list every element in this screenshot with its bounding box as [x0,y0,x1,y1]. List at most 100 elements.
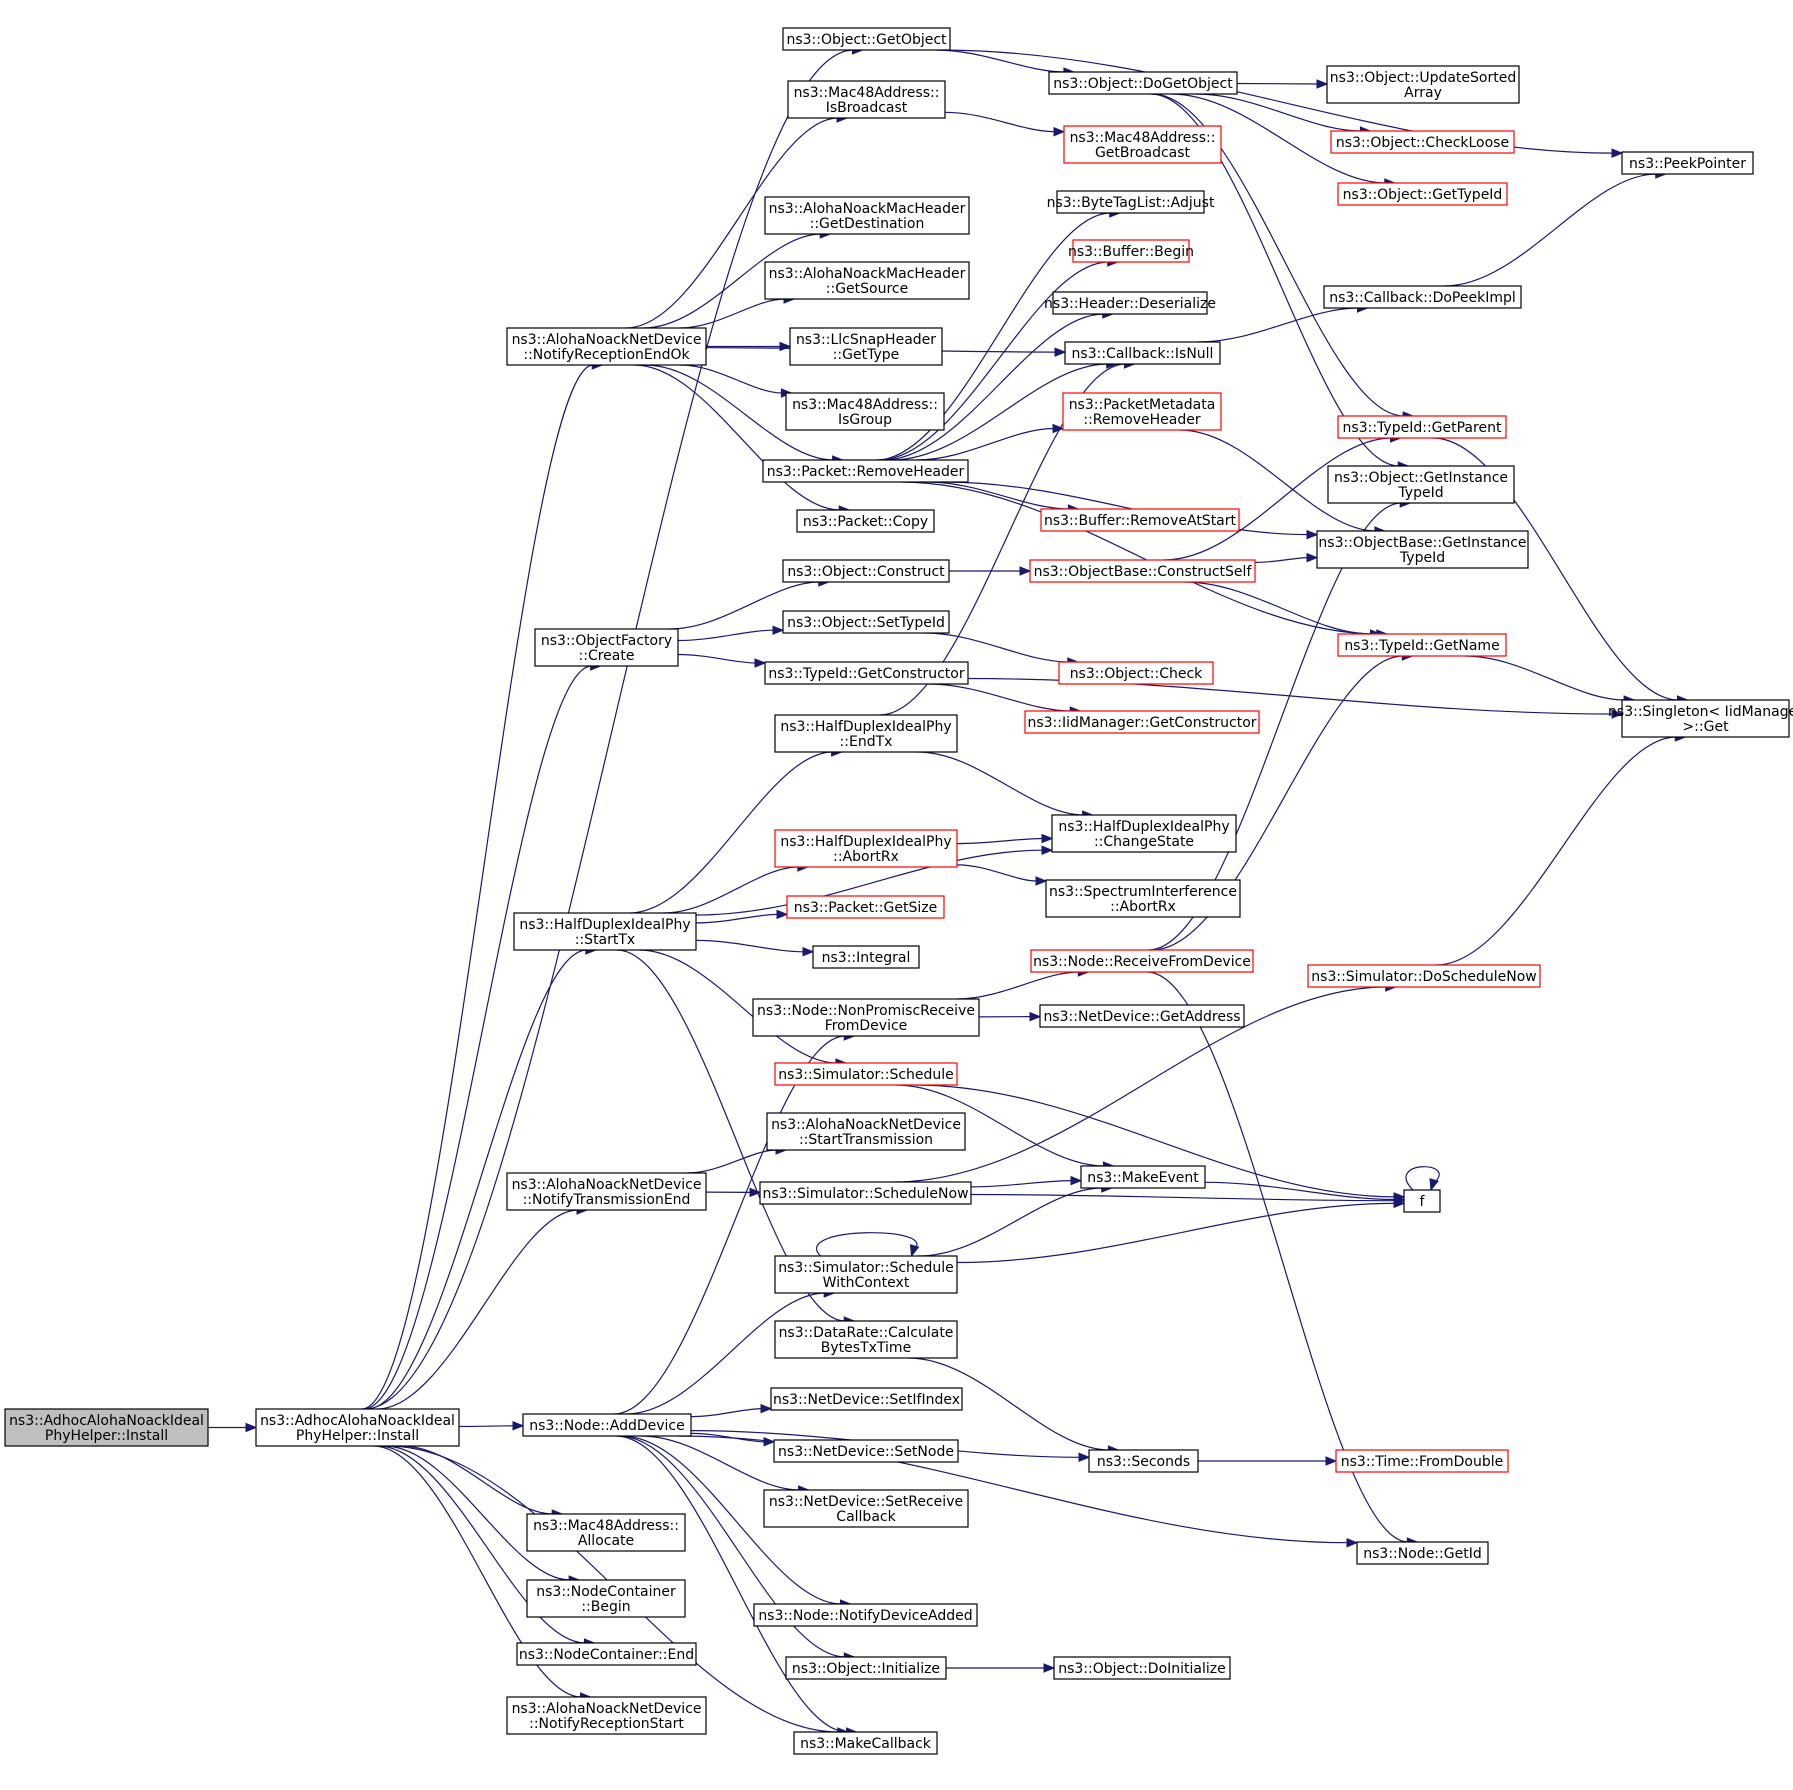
node-simschedule[interactable]: ns3::Simulator::Schedule [774,1062,958,1086]
node-setifindex[interactable]: ns3::NetDevice::SetIfIndex [770,1387,963,1411]
node-singletonget[interactable]: ns3::Singleton< IidManager>::Get [1608,699,1793,738]
node-label-line: ns3::Simulator::ScheduleNow [762,1186,968,1202]
node-getbroadcast[interactable]: ns3::Mac48Address::GetBroadcast [1063,125,1222,164]
node-label-line: ns3::Callback::DoPeekImpl [1329,290,1516,306]
node-makecallback[interactable]: ns3::MakeCallback [793,1731,938,1755]
node-adddevice[interactable]: ns3::Node::AddDevice [522,1413,692,1437]
node-box [4,1408,209,1447]
node-label-line: ns3::AlohaNoackMacHeader [769,266,966,282]
node-integral[interactable]: ns3::Integral [812,945,920,969]
node-doschednow[interactable]: ns3::Simulator::DoScheduleNow [1307,964,1541,988]
node-packetcopy[interactable]: ns3::Packet::Copy [796,509,935,533]
node-label-line: ns3::MakeCallback [800,1736,932,1752]
node-getid[interactable]: ns3::Node::GetId [1356,1541,1489,1565]
node-box [774,1255,958,1294]
node-makeevent[interactable]: ns3::MakeEvent [1080,1165,1206,1189]
node-box [796,509,935,533]
node-isbroadcast[interactable]: ns3::Mac48Address::IsBroadcast [787,80,946,119]
node-settypeid[interactable]: ns3::Object::SetTypeId [782,610,950,634]
node-label-line: ns3::Node::ReceiveFromDevice [1033,954,1251,970]
node-label-line: ns3::ByteTagList::Adjust [1047,195,1215,211]
node-ncbegin[interactable]: ns3::NodeContainer::Begin [526,1579,686,1618]
node-box [1024,710,1260,734]
node-checkloose[interactable]: ns3::Object::CheckLoose [1330,130,1515,154]
node-changestate[interactable]: ns3::HalfDuplexIdealPhy::ChangeState [1051,814,1237,853]
node-box [1337,633,1507,657]
node-root[interactable]: ns3::AdhocAlohaNoackIdealPhyHelper::Inst… [4,1408,209,1447]
node-label-line: ns3::Simulator::DoScheduleNow [1311,969,1536,985]
node-dopeekimpl[interactable]: ns3::Callback::DoPeekImpl [1323,285,1522,309]
node-getsize[interactable]: ns3::Packet::GetSize [786,895,945,919]
node-doinit[interactable]: ns3::Object::DoInitialize [1053,1656,1231,1680]
node-box [1063,125,1222,164]
node-removeatstart[interactable]: ns3::Buffer::RemoveAtStart [1040,508,1240,532]
node-endtx[interactable]: ns3::HalfDuplexIdealPhy::EndTx [774,714,958,753]
node-gettypeid[interactable]: ns3::Object::GetTypeId [1337,182,1508,206]
node-removeheader[interactable]: ns3::Packet::RemoveHeader [762,459,969,483]
node-starttx[interactable]: ns3::HalfDuplexIdealPhy::StartTx [513,912,697,951]
call-edge-starttx-to-integral [695,939,815,957]
node-getparent[interactable]: ns3::TypeId::GetParent [1337,415,1507,439]
node-recvfromdev[interactable]: ns3::Node::ReceiveFromDevice [1030,949,1254,973]
node-construct[interactable]: ns3::Object::Construct [782,559,950,583]
node-label-line: ns3::Object::GetTypeId [1343,187,1503,203]
node-headerdeser[interactable]: ns3::Header::Deserialize [1044,291,1216,315]
node-notifyrecvstart[interactable]: ns3::AlohaNoackNetDevice::NotifyReceptio… [506,1696,707,1735]
node-ncend[interactable]: ns3::NodeContainer::End [516,1642,697,1666]
call-edge-objfactcreate-to-settypeid [677,625,785,642]
node-fromdouble[interactable]: ns3::Time::FromDouble [1335,1449,1509,1473]
node-notifyrecvok[interactable]: ns3::AlohaNoackNetDevice::NotifyReceptio… [506,327,707,366]
call-edge-endtx-to-changestate [917,751,1094,820]
node-bytetagadjust[interactable]: ns3::ByteTagList::Adjust [1047,190,1215,214]
node-label-line: ns3::AdhocAlohaNoackIdeal [9,1413,204,1429]
node-pmremove[interactable]: ns3::PacketMetadata::RemoveHeader [1062,392,1222,431]
node-objfactcreate[interactable]: ns3::ObjectFactory::Create [534,628,679,667]
node-box [763,1489,969,1528]
node-getsource[interactable]: ns3::AlohaNoackMacHeader::GetSource [764,261,970,300]
node-label-line: ns3::Object::SetTypeId [787,615,945,631]
node-getconstructor[interactable]: ns3::TypeId::GetConstructor [764,661,969,685]
node-getdest[interactable]: ns3::AlohaNoackMacHeader::GetDestination [764,196,970,235]
node-box [785,1656,947,1680]
node-box [1307,964,1541,988]
node-objcheck[interactable]: ns3::Object::Check [1058,661,1214,685]
node-isgroup[interactable]: ns3::Mac48Address::IsGroup [785,392,945,431]
node-dogetobject[interactable]: ns3::Object::DoGetObject [1048,71,1238,95]
node-setnode[interactable]: ns3::NetDevice::SetNode [773,1439,959,1463]
node-label-line: ns3::Object::Initialize [792,1661,940,1677]
node-cbisnull[interactable]: ns3::Callback::IsNull [1064,341,1221,365]
node-iidgetctor[interactable]: ns3::IidManager::GetConstructor [1024,710,1260,734]
node-notifydevadded[interactable]: ns3::Node::NotifyDeviceAdded [753,1603,978,1627]
node-f[interactable]: f [1403,1189,1441,1213]
node-label-line: ns3::Integral [822,950,911,966]
node-label-line: ::Begin [581,1599,630,1615]
node-llcgettype[interactable]: ns3::LlcSnapHeader::GetType [789,327,943,366]
node-getobject[interactable]: ns3::Object::GetObject [782,27,951,51]
node-specabortrx[interactable]: ns3::SpectrumInterference::AbortRx [1045,879,1241,918]
node-label-line: ns3::LlcSnapHeader [796,332,936,348]
node-gettypename[interactable]: ns3::TypeId::GetName [1337,633,1507,657]
node-macalloc[interactable]: ns3::Mac48Address::Allocate [526,1513,686,1552]
node-getaddress[interactable]: ns3::NetDevice::GetAddress [1039,1004,1245,1028]
node-peekpointer[interactable]: ns3::PeekPointer [1621,151,1754,175]
node-objinit[interactable]: ns3::Object::Initialize [785,1656,947,1680]
node-notifytxend[interactable]: ns3::AlohaNoackNetDevice::NotifyTransmis… [506,1172,707,1211]
node-abortrx[interactable]: ns3::HalfDuplexIdealPhy::AbortRx [774,829,958,868]
node-label-line: ::ChangeState [1094,834,1194,850]
node-starttransmission[interactable]: ns3::AlohaNoackNetDevice::StartTransmiss… [766,1112,966,1151]
node-schednow[interactable]: ns3::Simulator::ScheduleNow [759,1181,972,1205]
node-seconds[interactable]: ns3::Seconds [1088,1449,1199,1473]
node-constructself[interactable]: ns3::ObjectBase::ConstructSelf [1029,559,1256,583]
node-install[interactable]: ns3::AdhocAlohaNoackIdealPhyHelper::Inst… [255,1408,460,1447]
node-label-line: ns3::AdhocAlohaNoackIdeal [260,1413,455,1429]
node-label-line: ::StartTx [575,932,635,948]
node-bufferbegin[interactable]: ns3::Buffer::Begin [1068,239,1194,263]
